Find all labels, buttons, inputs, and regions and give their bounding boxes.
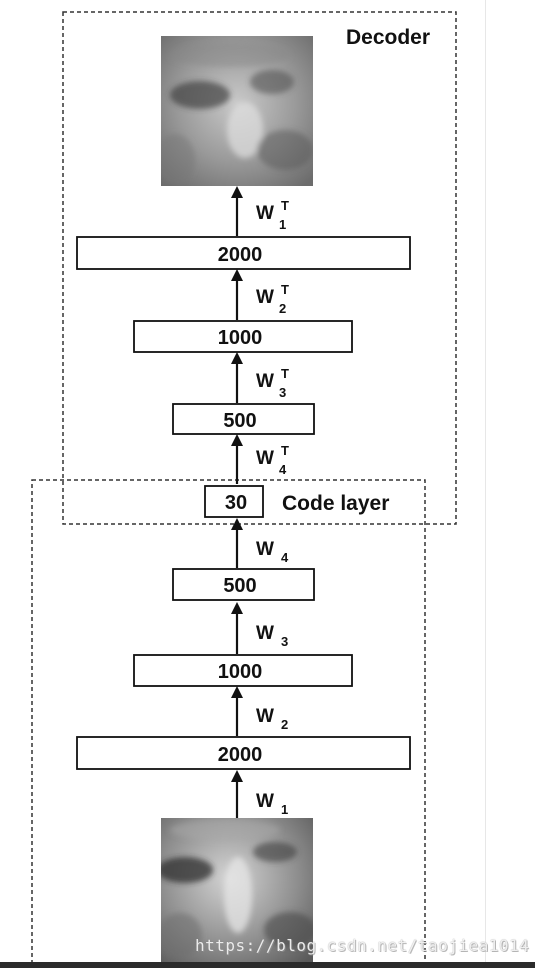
arrow-w4t (231, 434, 243, 484)
input-face-image (161, 818, 313, 968)
decoder-layer-500-box (172, 403, 315, 435)
svg-text:W: W (256, 371, 274, 392)
svg-text:1: 1 (279, 217, 286, 232)
svg-text:T: T (281, 366, 289, 381)
weight-label-w1: W 1 (256, 791, 288, 817)
arrow-w2t (231, 269, 243, 320)
weight-label-w4: W 4 (256, 539, 289, 565)
code-layer-label: Code layer (282, 492, 389, 515)
weight-label-w2t: W T 2 (256, 282, 289, 316)
svg-text:W: W (256, 448, 274, 469)
encoder-layer-1000-label: 1000 (218, 661, 263, 683)
arrow-w4 (231, 518, 243, 568)
svg-text:W: W (256, 791, 274, 812)
decoder-region (62, 11, 457, 525)
svg-text:2: 2 (279, 301, 286, 316)
encoder-layer-2000-box (76, 736, 411, 770)
decoder-label: Decoder (346, 26, 430, 49)
svg-text:T: T (281, 443, 289, 458)
arrow-w2 (231, 686, 243, 736)
arrow-w3t (231, 352, 243, 403)
weight-label-w3t: W T 3 (256, 366, 289, 400)
svg-text:3: 3 (279, 385, 286, 400)
watermark-text: https://blog.csdn.net/taojiea1014 (195, 936, 530, 955)
svg-text:T: T (281, 198, 289, 213)
weight-label-w2: W 2 (256, 706, 288, 732)
svg-text:4: 4 (281, 550, 289, 565)
svg-text:2: 2 (281, 717, 288, 732)
decoder-layer-500-label: 500 (223, 410, 256, 432)
encoder-layer-1000-box (133, 654, 353, 687)
decoder-layer-2000-box (76, 236, 411, 270)
arrow-w1 (231, 770, 243, 818)
svg-text:W: W (256, 203, 274, 224)
page-edge-divider (485, 0, 486, 968)
code-layer-box (204, 485, 264, 518)
decoder-layer-2000-label: 2000 (218, 244, 263, 266)
encoder-layer-500-label: 500 (223, 575, 256, 597)
code-layer-size-label: 30 (225, 492, 247, 514)
bottom-bar (0, 962, 535, 968)
encoder-layer-500-box (172, 568, 315, 601)
decoder-layer-1000-box (133, 320, 353, 353)
svg-text:W: W (256, 623, 274, 644)
arrow-w1t (231, 186, 243, 236)
arrow-w3 (231, 602, 243, 654)
svg-text:W: W (256, 706, 274, 727)
encoder-layer-2000-label: 2000 (218, 744, 263, 766)
svg-text:W: W (256, 287, 274, 308)
encoder-region (31, 479, 426, 968)
svg-text:1: 1 (281, 802, 288, 817)
weight-label-w3: W 3 (256, 623, 288, 649)
svg-text:T: T (281, 282, 289, 297)
reconstructed-face-image (161, 36, 313, 186)
svg-text:3: 3 (281, 634, 288, 649)
weight-label-w4t: W T 4 (256, 443, 289, 477)
svg-text:W: W (256, 539, 274, 560)
decoder-layer-1000-label: 1000 (218, 327, 263, 349)
weight-label-w1t: W T 1 (256, 198, 289, 232)
svg-text:4: 4 (279, 462, 287, 477)
